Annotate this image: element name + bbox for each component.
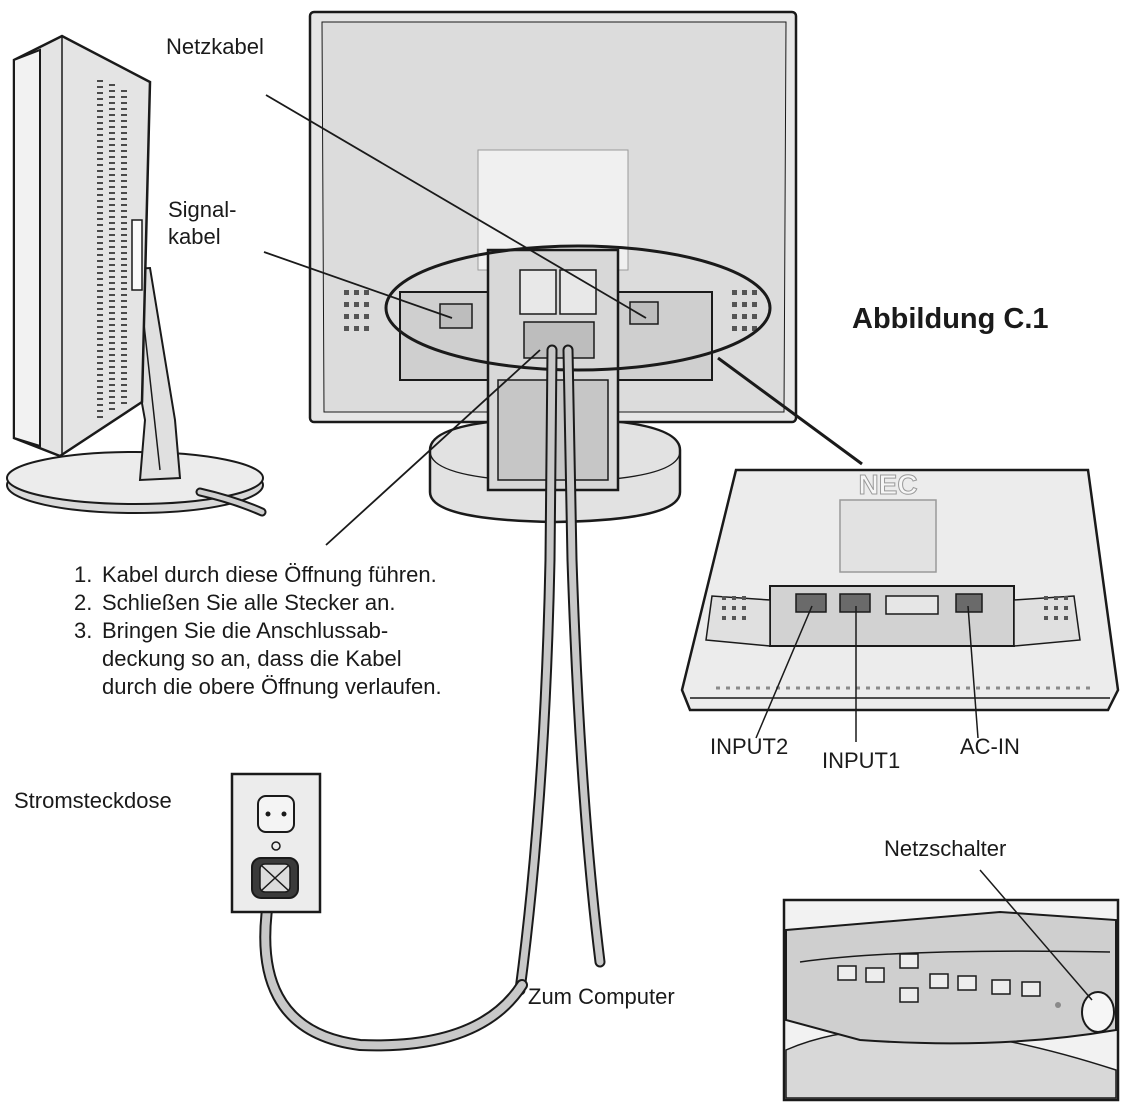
step-3: 3. Bringen Sie die Anschlussab- [74,617,442,645]
monitor-rear-view [308,10,798,524]
label-ac-in: AC-IN [960,734,1020,759]
label-netzschalter: Netzschalter [884,836,1007,861]
power-switch-closeup [782,898,1120,1102]
power-outlet [230,772,322,914]
label-signalkabel-line2: kabel [168,224,221,249]
step-2: 2. Schließen Sie alle Stecker an. [74,589,442,617]
label-input2: INPUT2 [710,734,789,759]
label-netzkabel: Netzkabel [166,34,264,59]
step-1: 1. Kabel durch diese Öffnung führen. [74,561,442,589]
step-2-number: 2. [74,590,93,615]
label-input1: INPUT1 [822,748,901,773]
step-3-text-line3: durch die obere Öffnung verlaufen. [102,674,442,699]
step-3-text-line2: deckung so an, dass die Kabel [102,646,402,671]
leader-lines [263,94,1093,1001]
step-3-text-line1: Bringen Sie die Anschlussab- [102,618,389,643]
monitor-rear-tilted: NEC [680,469,1120,712]
instruction-steps: 1. Kabel durch diese Öffnung führen. 2. … [74,561,442,701]
step-3-number: 3. [74,618,93,643]
step-2-text: Schließen Sie alle Stecker an. [102,590,396,615]
step-1-number: 1. [74,562,93,587]
figure-title: Abbildung C.1 [852,303,1049,335]
label-signalkabel-line1: Signal- [168,197,237,222]
nec-logo: NEC [858,469,917,500]
label-zum-computer: Zum Computer [528,984,675,1009]
cables [259,344,606,1052]
monitor-side-view [6,34,267,517]
label-stromsteckdose: Stromsteckdose [14,788,172,813]
step-1-text: Kabel durch diese Öffnung führen. [102,562,437,587]
